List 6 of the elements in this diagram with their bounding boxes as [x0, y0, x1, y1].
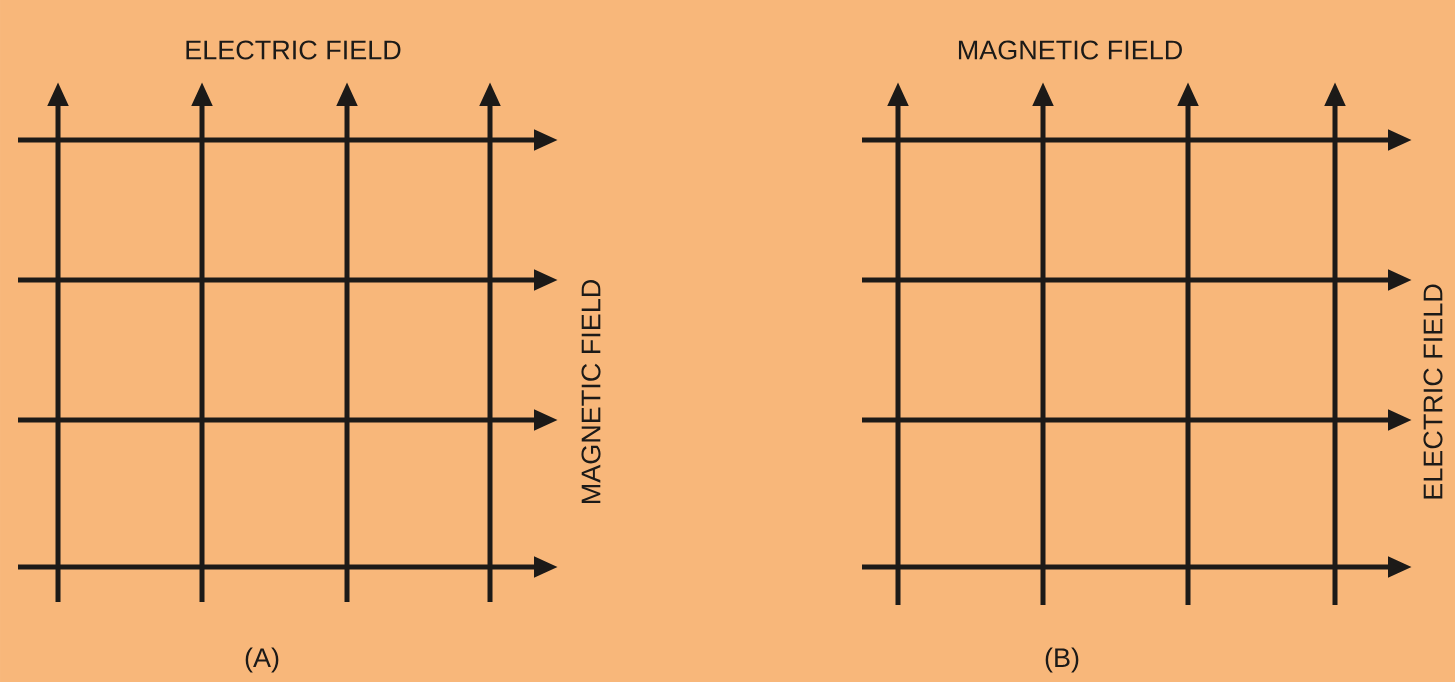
panel-label: (A): [245, 647, 279, 673]
panel-label: (B): [1045, 647, 1079, 673]
field-title: ELECTRIC FIELD: [186, 40, 401, 60]
field-label: MAGNETIC FIELD: [581, 280, 601, 504]
field-title: MAGNETIC FIELD: [958, 40, 1182, 60]
field-label: ELECTRIC FIELD: [1423, 284, 1443, 499]
